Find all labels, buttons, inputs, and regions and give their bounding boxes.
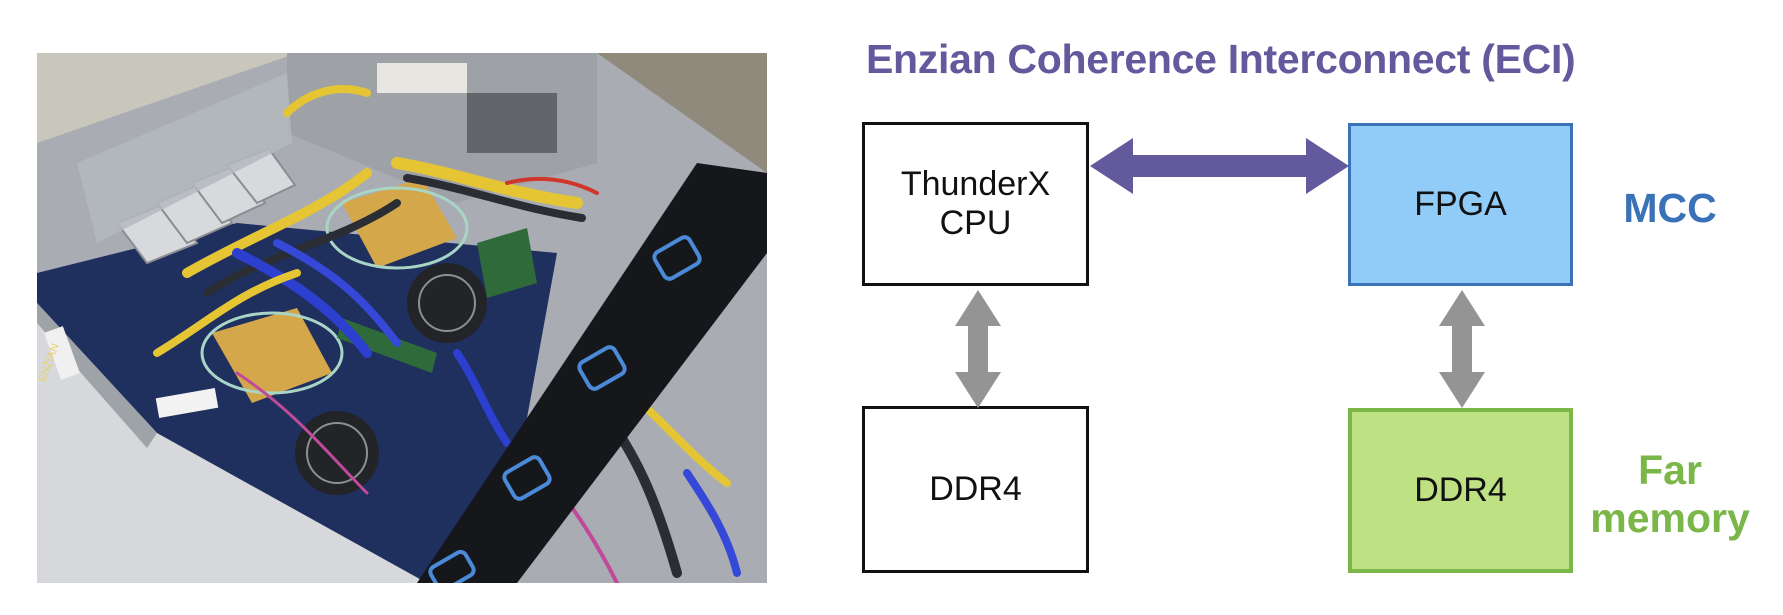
eci-bidirectional-arrow	[1090, 138, 1349, 194]
fan-handles	[428, 235, 702, 583]
cpu-ddr4-label: DDR4	[929, 470, 1022, 508]
cpu-label-line2: CPU	[939, 204, 1012, 242]
cpu-ddr4-bidirectional-arrow	[955, 290, 1001, 408]
diagram-title: Enzian Coherence Interconnect (ECI)	[866, 36, 1576, 82]
photo-illustration: ENZIAN	[37, 53, 767, 583]
thunderx-cpu-node: ThunderX CPU	[862, 122, 1089, 286]
fpga-ddr4-node: DDR4	[1348, 408, 1573, 573]
mcc-label: MCC	[1623, 185, 1717, 231]
far-memory-line2: memory	[1590, 495, 1750, 541]
cpu-label-line1: ThunderX	[900, 165, 1051, 203]
fpga-label: FPGA	[1414, 185, 1507, 223]
far-memory-label: Far memory	[1575, 446, 1765, 542]
fpga-node: FPGA	[1348, 123, 1573, 286]
fpga-ddr4-bidirectional-arrow	[1439, 290, 1485, 408]
fpga-ddr4-label: DDR4	[1414, 471, 1507, 509]
far-memory-line1: Far	[1638, 447, 1702, 493]
enzian-hardware-photo: ENZIAN	[37, 53, 767, 583]
cpu-ddr4-node: DDR4	[862, 406, 1089, 573]
